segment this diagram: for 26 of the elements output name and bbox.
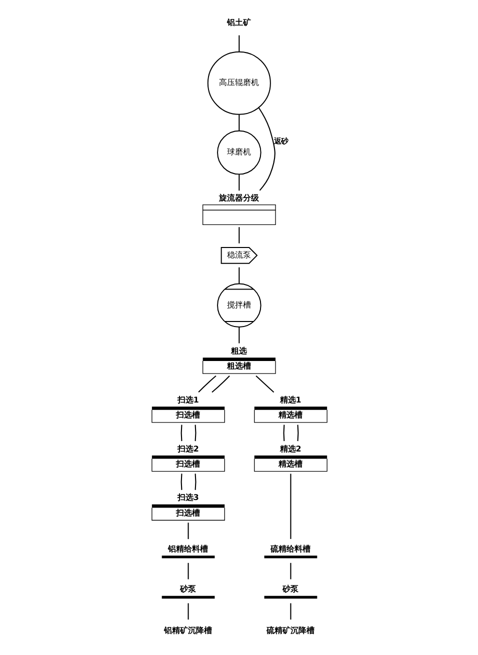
connector xyxy=(238,174,240,191)
connector xyxy=(238,227,240,244)
connector xyxy=(296,424,298,442)
connector xyxy=(187,603,188,620)
connector xyxy=(255,376,274,393)
connector xyxy=(194,424,196,442)
connector xyxy=(180,474,182,490)
connector xyxy=(238,326,240,344)
connector xyxy=(187,562,188,580)
connector xyxy=(282,424,284,442)
connector xyxy=(211,376,230,393)
node-box xyxy=(161,556,214,558)
connector xyxy=(198,376,216,392)
node-box xyxy=(264,556,317,558)
connector xyxy=(290,474,291,539)
connector xyxy=(180,424,182,442)
connector xyxy=(258,107,275,191)
connector xyxy=(238,267,240,284)
connector xyxy=(290,603,291,620)
connector xyxy=(290,562,291,580)
connector xyxy=(238,35,240,52)
node-box xyxy=(264,596,317,599)
connector xyxy=(194,474,196,490)
node-box xyxy=(161,596,214,599)
connector xyxy=(238,114,240,131)
connector xyxy=(187,522,188,540)
